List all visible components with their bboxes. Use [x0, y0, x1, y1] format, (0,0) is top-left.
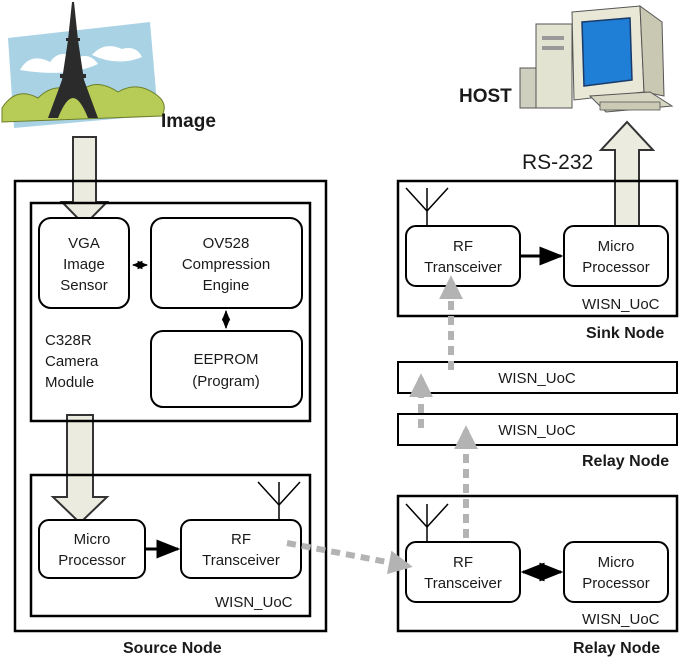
ov528-label-3: Engine: [203, 277, 250, 294]
source-node-caption: Source Node: [123, 640, 222, 657]
camera-module-label-1: C328R: [45, 332, 92, 349]
host-computer-icon: [519, 4, 674, 113]
relay-middle-lower-label: WISN_UoC: [498, 422, 576, 439]
eiffel-tower-image: [1, 2, 165, 128]
camera-module-label-3: Module: [45, 374, 94, 391]
relay-bottom-wisn-label: WISN_UoC: [582, 611, 660, 628]
sink-micro-box: [563, 225, 669, 287]
sink-wisn-label: WISN_UoC: [582, 296, 660, 313]
sink-node-caption: Sink Node: [586, 325, 664, 342]
rs232-label: RS-232: [522, 151, 593, 174]
relay-bottom-rf-label-2: Transceiver: [424, 575, 502, 592]
relay-bottom-micro-box: [563, 541, 669, 603]
vga-sensor-box: [38, 217, 130, 309]
source-micro-box: [38, 519, 146, 579]
ov528-box: [150, 217, 303, 309]
sink-rf-label-1: RF: [453, 238, 473, 255]
sink-micro-label-2: Processor: [582, 259, 650, 276]
sink-to-host-arrow: [598, 120, 656, 233]
camera-module-label-2: Camera: [45, 353, 99, 370]
wireless-links: [286, 275, 478, 575]
host-label: HOST: [459, 86, 512, 107]
source-rf-label-2: Transceiver: [202, 552, 280, 569]
camera-to-processor-arrow: [50, 414, 110, 525]
relay-bottom-rf-box: [405, 541, 521, 603]
relay-middle-caption: Relay Node: [582, 453, 669, 470]
relay-middle-upper-box: [397, 361, 678, 394]
vga-label-1: VGA: [68, 235, 100, 252]
eeprom-box: [150, 330, 303, 408]
wireless-source-to-relay: [286, 540, 413, 575]
sink-rf-label-2: Transceiver: [424, 259, 502, 276]
source-micro-label-2: Processor: [58, 552, 126, 569]
sink-antenna-icon: [405, 187, 449, 225]
source-wisn-label: WISN_UoC: [215, 594, 293, 611]
relay-middle-lower-box: [397, 413, 678, 446]
relay-bottom-rf-label-1: RF: [453, 554, 473, 571]
vga-label-3: Sensor: [60, 277, 108, 294]
relay-bottom-micro-label-2: Processor: [582, 575, 650, 592]
relay-bottom-caption: Relay Node: [573, 640, 660, 657]
source-rf-label-1: RF: [231, 531, 251, 548]
relay-bottom-antenna-icon: [405, 503, 449, 541]
image-label: Image: [161, 111, 216, 132]
relay-middle-upper-label: WISN_UoC: [498, 370, 576, 387]
relay-bottom-micro-label-1: Micro: [598, 554, 635, 571]
eeprom-label-1: EEPROM: [193, 351, 258, 368]
source-micro-label-1: Micro: [74, 531, 111, 548]
sink-node-frame: [396, 179, 679, 318]
sink-rf-box: [405, 225, 521, 287]
source-rf-box: [180, 519, 302, 579]
vga-label-2: Image: [63, 256, 105, 273]
source-node-frame: [13, 179, 328, 633]
ov528-label-2: Compression: [182, 256, 270, 273]
sink-micro-label-1: Micro: [598, 238, 635, 255]
camera-module-frame: [29, 201, 312, 423]
ov528-label-1: OV528: [203, 235, 250, 252]
eeprom-label-2: (Program): [192, 373, 260, 390]
source-antenna-icon: [257, 481, 301, 519]
